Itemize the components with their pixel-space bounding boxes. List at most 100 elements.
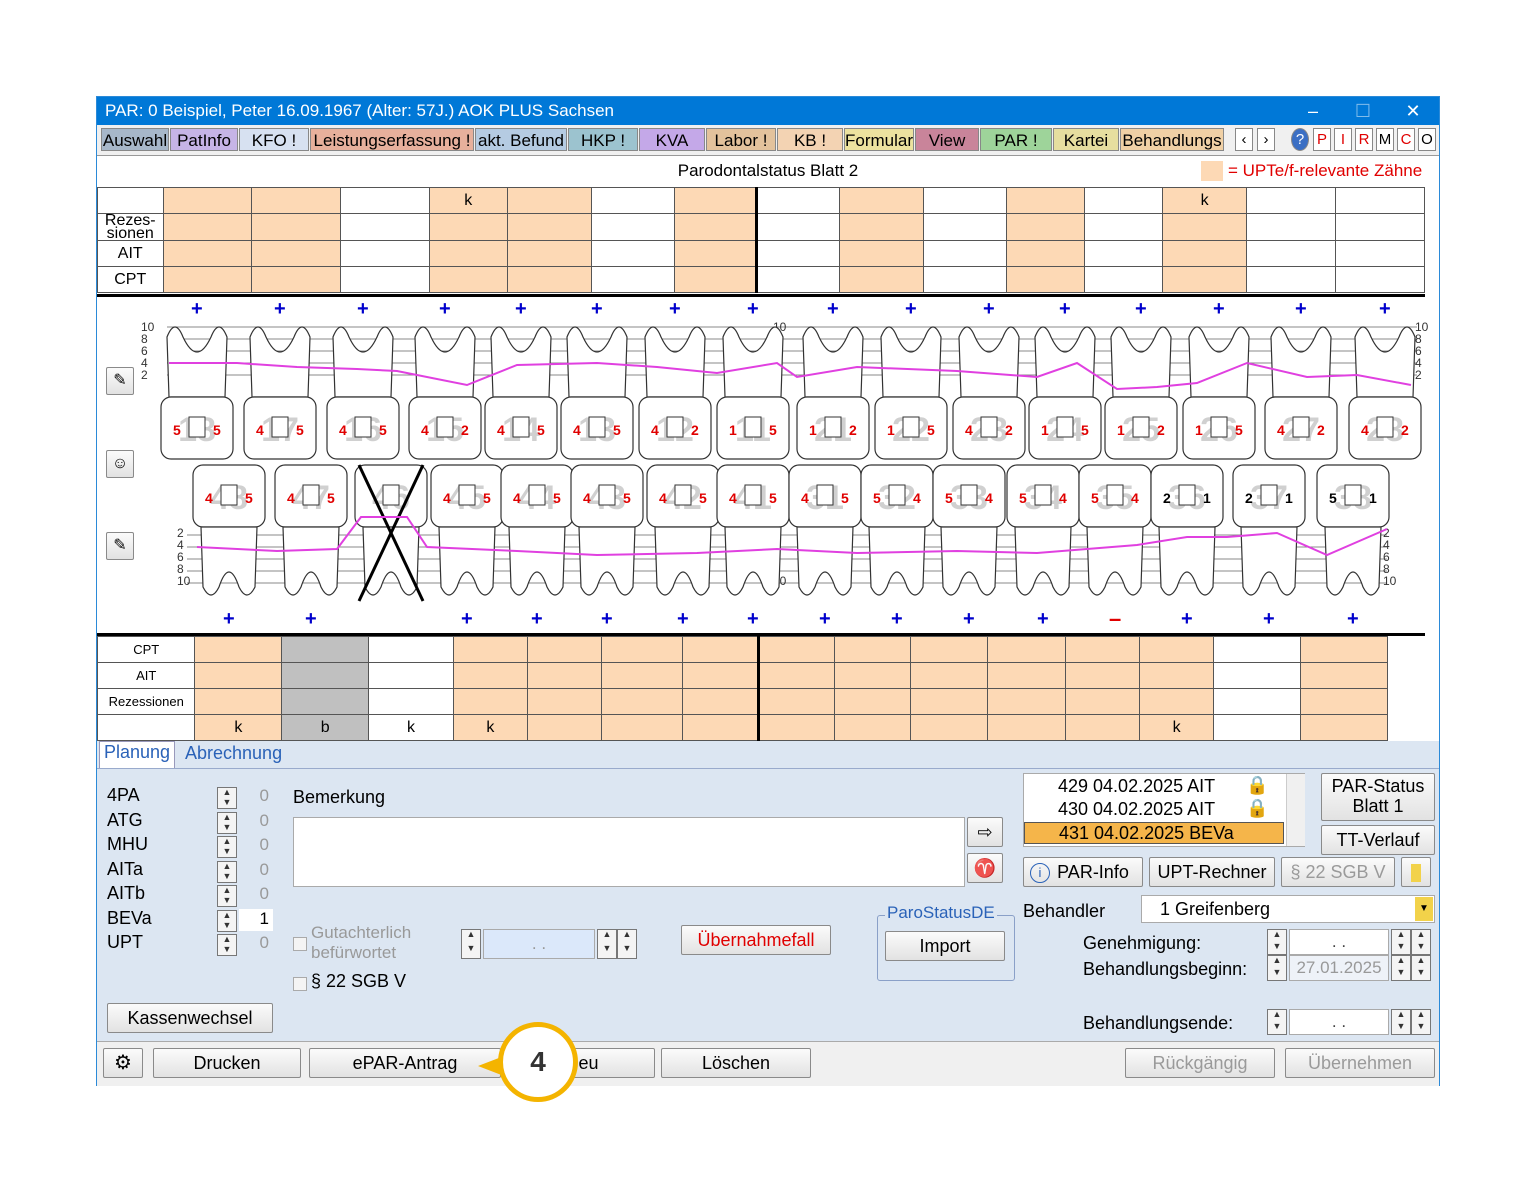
upper-cell[interactable] [428, 266, 508, 293]
ende-stepper[interactable]: ▲▼ [1267, 1009, 1287, 1035]
plus-icon[interactable]: + [531, 608, 543, 630]
lower-cell[interactable] [1139, 662, 1215, 689]
lower-cell[interactable] [986, 636, 1066, 663]
upper-cell[interactable] [428, 213, 508, 241]
tab-12[interactable]: Kartei [1053, 128, 1119, 151]
minus-icon[interactable]: – [1109, 606, 1122, 631]
upper-cell[interactable] [923, 240, 1007, 267]
status-list[interactable]: 429 04.02.2025 AIT🔒430 04.02.2025 AIT🔒43… [1023, 773, 1305, 847]
lower-cell[interactable]: k [1139, 714, 1215, 741]
tab-5[interactable]: HKP ! [568, 128, 638, 151]
pencil-lower-icon[interactable]: ✎ [106, 532, 134, 560]
upper-cell[interactable] [162, 266, 253, 293]
lower-cell[interactable] [756, 714, 836, 741]
plan-item-stepper[interactable]: ▲▼ [217, 909, 237, 932]
lower-cell[interactable] [526, 636, 603, 663]
lower-cell[interactable] [1064, 662, 1141, 689]
pencil-icon[interactable]: ✎ [106, 367, 134, 395]
minimize-icon[interactable]: – [1307, 101, 1318, 121]
upper-cell[interactable] [1083, 266, 1163, 293]
genehmigung-date-stepper-b[interactable]: ▲▼ [1411, 929, 1431, 955]
lower-cell[interactable] [601, 662, 683, 689]
genehmigung-date-stepper-a[interactable]: ▲▼ [1391, 929, 1411, 955]
par-info-button[interactable]: i PAR-Info [1023, 857, 1143, 887]
lower-cell[interactable] [1213, 662, 1302, 689]
beginn-date-stepper-b[interactable]: ▲▼ [1411, 955, 1431, 981]
lower-cell[interactable] [452, 662, 528, 689]
plus-icon[interactable]: + [827, 298, 839, 320]
lower-cell[interactable] [986, 662, 1066, 689]
gutachter-date-stepper-a[interactable]: ▲▼ [597, 929, 617, 959]
lower-cell[interactable] [601, 688, 683, 715]
uebernahmefall-button[interactable]: Übernahmefall [681, 925, 831, 955]
upper-cell[interactable] [162, 213, 253, 241]
upper-cell[interactable] [1246, 266, 1337, 293]
arrow-right-icon[interactable]: ⇨ [967, 817, 1003, 847]
lower-cell[interactable]: k [194, 714, 283, 741]
lower-cell[interactable]: k [368, 714, 454, 741]
letter-button-o[interactable]: O [1418, 128, 1436, 151]
upper-cell[interactable] [1005, 187, 1085, 214]
upper-cell[interactable] [1083, 240, 1163, 267]
upper-cell[interactable]: k [428, 187, 508, 214]
plan-item-stepper[interactable]: ▲▼ [217, 811, 237, 834]
lower-cell[interactable] [1213, 688, 1302, 715]
drucken-button[interactable]: Drucken [153, 1048, 301, 1078]
upper-cell[interactable] [673, 213, 758, 241]
upper-cell[interactable] [251, 187, 341, 214]
tab-0[interactable]: Auswahl [101, 128, 169, 151]
lower-cell[interactable] [1064, 688, 1141, 715]
gutachter-date-stepper-b[interactable]: ▲▼ [617, 929, 637, 959]
lower-cell[interactable] [681, 688, 759, 715]
face-icon[interactable]: ☺ [106, 450, 134, 478]
sgb-checkbox[interactable] [293, 977, 307, 991]
letter-button-r[interactable]: R [1355, 128, 1373, 151]
plan-item-value[interactable]: 0 [259, 810, 269, 830]
upper-cell[interactable] [339, 240, 430, 267]
letter-button-c[interactable]: C [1397, 128, 1415, 151]
lower-cell[interactable] [910, 636, 988, 663]
lower-cell[interactable] [1213, 636, 1302, 663]
lower-cell[interactable] [452, 688, 528, 715]
upper-cell[interactable] [755, 213, 840, 241]
plus-icon[interactable]: + [669, 298, 681, 320]
upper-cell[interactable] [506, 240, 593, 267]
upper-cell[interactable] [673, 187, 758, 214]
plan-item-stepper[interactable]: ▲▼ [217, 860, 237, 883]
lower-cell[interactable] [834, 636, 912, 663]
ende-date-stepper-b[interactable]: ▲▼ [1411, 1009, 1431, 1035]
plus-icon[interactable]: + [963, 608, 975, 630]
ende-date[interactable]: . . [1289, 1009, 1389, 1035]
gear-icon[interactable]: ⚙ [103, 1048, 143, 1078]
lower-cell[interactable] [756, 688, 836, 715]
upper-cell[interactable] [1335, 187, 1425, 214]
upper-cell[interactable] [1161, 240, 1248, 267]
upper-cell[interactable] [1083, 213, 1163, 241]
upper-cell[interactable] [1335, 213, 1425, 241]
lower-cell[interactable]: b [281, 714, 370, 741]
uebernehmen-button[interactable]: Übernehmen [1285, 1048, 1435, 1078]
lower-cell[interactable] [281, 636, 370, 663]
lower-cell[interactable] [681, 714, 759, 741]
tab-planung[interactable]: Planung [99, 741, 176, 768]
upper-cell[interactable] [162, 187, 253, 214]
upper-cell[interactable] [1083, 187, 1163, 214]
plan-item-stepper[interactable]: ▲▼ [217, 885, 237, 907]
plan-item-stepper[interactable]: ▲▼ [217, 934, 237, 956]
upper-cell[interactable] [591, 187, 675, 214]
lower-cell[interactable] [194, 662, 283, 689]
upper-cell[interactable] [1161, 266, 1248, 293]
upper-cell[interactable] [673, 240, 758, 267]
sgb-button[interactable]: § 22 SGB V [1281, 857, 1395, 887]
lower-cell[interactable] [452, 636, 528, 663]
plus-icon[interactable]: + [1059, 298, 1071, 320]
upper-cell[interactable] [1161, 213, 1248, 241]
lower-cell[interactable] [986, 688, 1066, 715]
lower-cell[interactable] [281, 688, 370, 715]
plus-icon[interactable]: + [983, 298, 995, 320]
upper-cell[interactable] [251, 240, 341, 267]
plus-icon[interactable]: + [515, 298, 527, 320]
upper-cell[interactable] [251, 266, 341, 293]
upper-cell[interactable] [339, 187, 430, 214]
lower-cell[interactable] [601, 714, 683, 741]
